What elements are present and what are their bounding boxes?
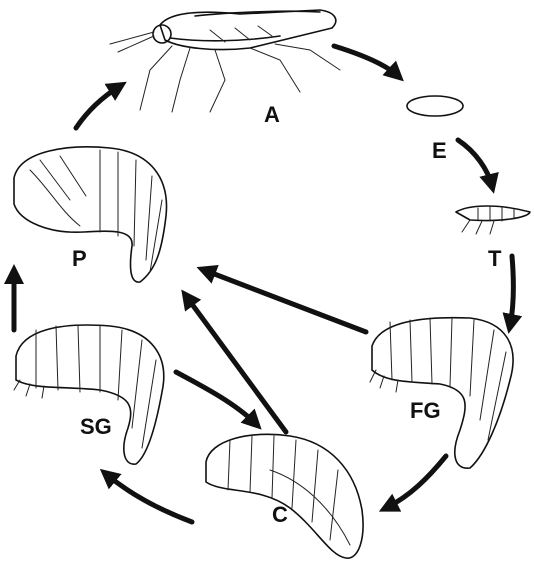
label-pupa: P — [72, 246, 87, 271]
arrow-coarctate-to-pupa — [186, 296, 286, 432]
first-grub-drawing — [370, 318, 513, 469]
label-egg: E — [432, 138, 447, 163]
arrow-pupa-to-adult — [76, 86, 120, 128]
arrow-egg-to-triungulin — [458, 140, 492, 186]
label-adult: A — [264, 102, 280, 127]
label-triungulin: T — [488, 246, 502, 271]
adult-beetle-drawing — [110, 10, 340, 112]
label-coarctate: C — [272, 502, 288, 527]
egg-drawing — [407, 96, 463, 116]
pupa-drawing — [14, 147, 167, 282]
second-grub-drawing — [14, 325, 164, 464]
arrow-triungulin-to-first-grub — [510, 256, 513, 326]
coarctate-larva-drawing — [206, 434, 363, 558]
triungulin-drawing — [456, 206, 530, 234]
label-second-grub: SG — [80, 414, 112, 439]
arrow-adult-to-egg — [334, 46, 398, 76]
label-first-grub: FG — [410, 398, 441, 423]
arrow-first-grub-to-coarctate — [386, 456, 446, 508]
arrow-second-grub-to-coarctate — [176, 372, 256, 424]
arrow-coarctate-to-second-grub — [106, 474, 192, 522]
arrow-first-grub-to-pupa — [204, 270, 366, 332]
